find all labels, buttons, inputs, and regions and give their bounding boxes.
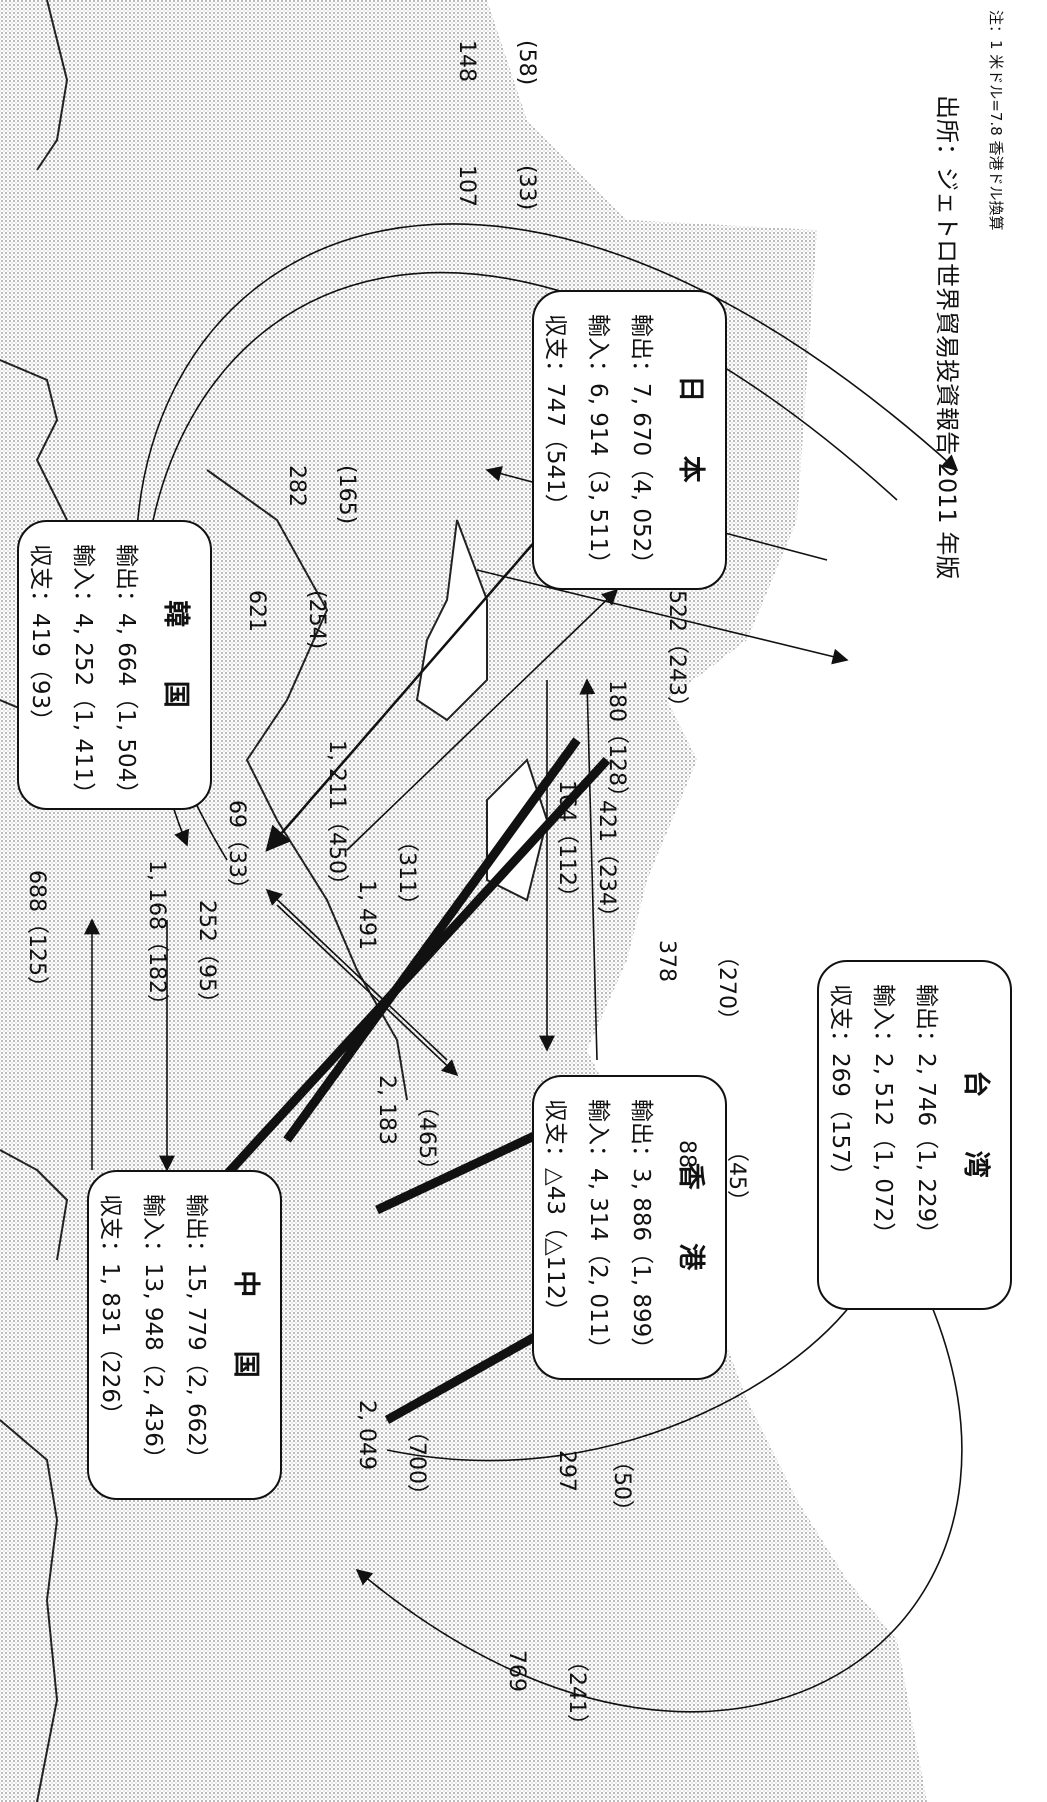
hongkong-export: 輸出：3, 886（1, 899） — [628, 1099, 654, 1361]
arrow-taiwan-to-china — [355, 1219, 963, 1713]
flow-label-165: (165) — [334, 465, 359, 525]
flow-label-700: （700） — [404, 1420, 429, 1506]
arrow-korea-to-hongkong — [276, 904, 459, 1077]
flow-label-378: 378 — [654, 940, 679, 982]
flow-label-621: 621 — [244, 590, 269, 632]
flow-label-1491: 1, 491 — [354, 880, 379, 950]
flow-label-522: 522（243） — [664, 590, 689, 718]
korea-export: 輸出：4, 664（1, 504） — [113, 544, 139, 806]
china-box: 中 国 輸出：15, 779（2, 662） 輸入：13, 948（2, 436… — [87, 1170, 282, 1500]
flow-label-270: （270） — [714, 945, 739, 1031]
flow-label-148: 148 — [454, 40, 479, 82]
flow-label-88: 88 — [674, 1140, 699, 1168]
flow-label-241: （241） — [564, 1650, 589, 1736]
arrow-japan-to-korea — [476, 569, 849, 665]
taiwan-export: 輸出：2, 746（1, 229） — [913, 984, 939, 1246]
japan-import: 輸入：6, 914（3, 511） — [585, 314, 611, 576]
arrow-hongkong-to-china — [384, 1326, 550, 1424]
flow-label-297: 297 — [554, 1450, 579, 1492]
china-balance: 収支：1, 831（226） — [97, 1194, 123, 1427]
china-import: 輸入：13, 948（2, 436） — [140, 1194, 166, 1470]
china-name: 中 国 — [230, 1270, 261, 1400]
flow-label-180: 180（128） — [604, 680, 629, 808]
flow-label-421: 421（234） — [594, 800, 619, 928]
arrow-china-to-hongkong — [375, 1125, 549, 1215]
flow-label-2049: 2, 049 — [354, 1400, 379, 1470]
flow-label-465: （465） — [414, 1095, 439, 1181]
japan-balance: 収支：747（541） — [542, 314, 568, 517]
flow-label-311: （311） — [394, 830, 419, 916]
flow-label-1211: 1, 211（450） — [324, 740, 349, 896]
hongkong-box: 香 港 輸出：3, 886（1, 899） 輸入：4, 314（2, 011） … — [532, 1075, 727, 1380]
korea-name: 韓 国 — [160, 600, 191, 730]
korea-import: 輸入：4, 252（1, 411） — [70, 544, 96, 806]
hongkong-balance: 収支：△43（△112） — [542, 1099, 568, 1323]
flow-label-2183: 2, 183 — [374, 1075, 399, 1145]
flow-label-33a: (33) — [514, 165, 539, 211]
flow-label-1168: 1, 168（182） — [144, 860, 169, 1016]
korea-box: 韓 国 輸出：4, 664（1, 504） 輸入：4, 252（1, 411） … — [17, 520, 212, 810]
flow-label-164: 164（112） — [554, 780, 579, 908]
flow-label-688: 688（125） — [24, 870, 49, 998]
korea-balance: 収支：419（93） — [27, 544, 53, 733]
exchange-rate-note: 注：1 米ドル=7.8 香港ドル換算 — [987, 10, 1005, 231]
arrow-hongkong-to-korea — [265, 888, 448, 1061]
flow-label-769: 769 — [504, 1650, 529, 1692]
china-export: 輸出：15, 779（2, 662） — [183, 1194, 209, 1470]
hongkong-name: 香 港 — [675, 1162, 706, 1293]
flow-label-107: 107 — [454, 165, 479, 207]
flow-label-282: 282 — [284, 465, 309, 507]
japan-export: 輸出：7, 670（4, 052） — [628, 314, 654, 576]
flow-label-69: 69（33） — [224, 800, 249, 900]
hongkong-import: 輸入：4, 314（2, 011） — [585, 1099, 611, 1361]
taiwan-import: 輸入：2, 512（1, 072） — [870, 984, 896, 1246]
flow-label-50: （50） — [609, 1450, 634, 1522]
arrow-hongkong-to-japan — [579, 678, 598, 1061]
taiwan-balance: 収支：269（157） — [827, 984, 853, 1187]
flow-label-58: (58) — [514, 40, 539, 86]
flow-label-45: （45） — [724, 1140, 749, 1212]
japan-box: 日 本 輸出：7, 670（4, 052） 輸入：6, 914（3, 511） … — [532, 290, 727, 590]
taiwan-box: 台 湾 輸出：2, 746（1, 229） 輸入：2, 512（1, 072） … — [817, 960, 1012, 1310]
arrow-taiwan-to-japan — [346, 588, 619, 851]
source-caption: 出所：ジェトロ世界貿易投資報告 2011 年版 — [933, 95, 961, 580]
flow-label-252: 252（95） — [194, 900, 219, 1014]
taiwan-name: 台 湾 — [960, 1070, 991, 1200]
arrow-japan-to-china — [283, 737, 581, 1143]
arrow-china-to-taiwan — [386, 1278, 868, 1462]
flow-label-254: (254) — [304, 590, 329, 650]
japan-name: 日 本 — [675, 375, 706, 505]
